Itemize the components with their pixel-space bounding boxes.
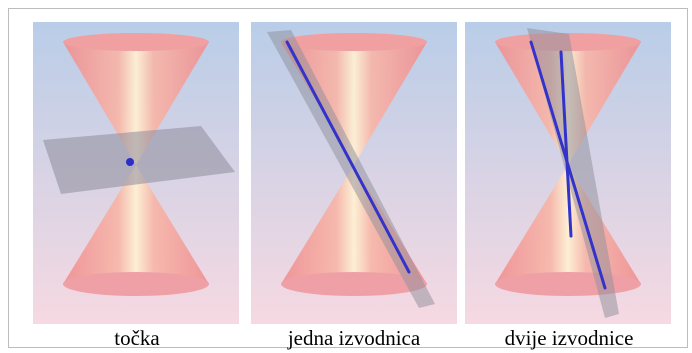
tangent-plane <box>267 30 435 308</box>
generatrix-line-2 <box>559 50 573 238</box>
cone-point-illustration <box>33 22 239 324</box>
caption-point: točka <box>114 326 160 350</box>
cone-one-line-illustration <box>251 22 457 324</box>
panel-point <box>33 22 239 324</box>
lower-cone-base <box>63 272 209 296</box>
caption-two-generatrices: dvije izvodnice <box>504 326 634 350</box>
intersection-point <box>126 158 134 166</box>
upper-cone-rim <box>281 33 427 51</box>
lower-cone-base <box>495 272 641 296</box>
upper-cone-rim <box>63 33 209 51</box>
upper-cone <box>63 42 209 165</box>
figure-frame: točka <box>8 8 688 350</box>
cutting-plane <box>43 126 235 194</box>
panel-one-generatrix <box>251 22 457 324</box>
caption-one-generatrix: jedna izvodnica <box>287 326 421 350</box>
lower-cone <box>63 165 209 284</box>
panel-two-generatrices <box>465 22 671 324</box>
upper-cone <box>281 42 427 165</box>
generatrix-line <box>285 40 411 274</box>
lower-cone-base <box>281 272 427 296</box>
cone-two-lines-illustration <box>465 22 671 324</box>
